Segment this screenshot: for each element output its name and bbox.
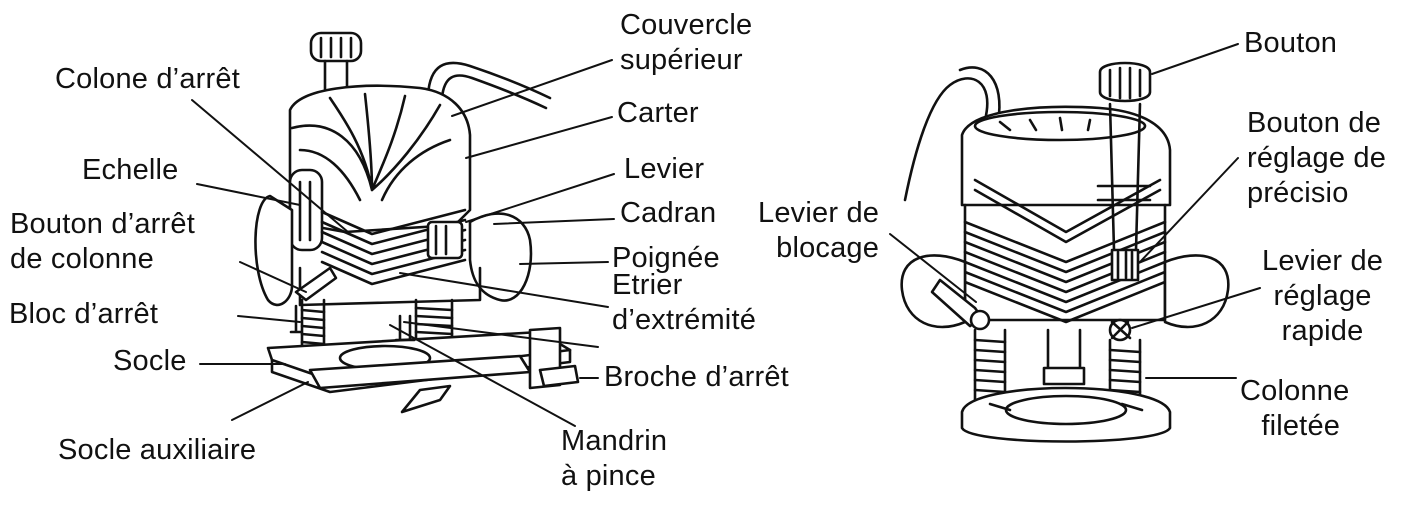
label-levier-blocage: Levier de blocage bbox=[758, 197, 880, 264]
label-bloc-arret: Bloc d’arrêt bbox=[9, 298, 159, 330]
right-threaded-columns bbox=[973, 328, 1142, 412]
label-couvercle-superieur: Couvercle supérieur bbox=[620, 9, 753, 76]
label-etrier-extremite: Etrier d’extrémité bbox=[612, 269, 757, 336]
label-levier-reglage-rapide: Levier de réglage rapide bbox=[1262, 245, 1384, 347]
label-bouton-reglage-precision: Bouton de réglage de précisio bbox=[1247, 107, 1387, 209]
right-motor-housing bbox=[960, 105, 1172, 207]
label-socle: Socle bbox=[113, 345, 187, 377]
label-carter: Carter bbox=[617, 97, 699, 129]
label-bouton-arret-colonne: Bouton d’arrêt de colonne bbox=[10, 208, 195, 275]
right-base bbox=[960, 386, 1172, 443]
left-scale-window bbox=[288, 168, 324, 252]
label-bouton: Bouton bbox=[1244, 27, 1338, 59]
label-echelle: Echelle bbox=[82, 154, 179, 186]
left-top-knob bbox=[309, 31, 363, 97]
label-poignee: Poignée bbox=[612, 242, 720, 274]
leader-lines bbox=[191, 43, 1261, 427]
right-power-cord bbox=[903, 77, 989, 202]
label-broche-arret: Broche d’arrêt bbox=[604, 361, 789, 393]
label-colonne-filetee: Colonne filetée bbox=[1240, 375, 1350, 442]
label-cadran: Cadran bbox=[620, 197, 717, 229]
label-mandrin-pince: Mandrin à pince bbox=[561, 425, 668, 492]
right-adjust-post bbox=[1108, 102, 1142, 252]
left-handle-left bbox=[254, 194, 294, 307]
right-handle-right bbox=[1163, 254, 1230, 329]
left-springs bbox=[300, 298, 454, 352]
label-socle-auxiliaire: Socle auxiliaire bbox=[58, 434, 257, 466]
label-colone-arret: Colone d’arrêt bbox=[55, 63, 240, 95]
right-router-drawing bbox=[900, 61, 1230, 443]
right-top-knob bbox=[1098, 61, 1152, 103]
left-motor-housing bbox=[288, 84, 472, 234]
label-levier: Levier bbox=[624, 153, 705, 185]
